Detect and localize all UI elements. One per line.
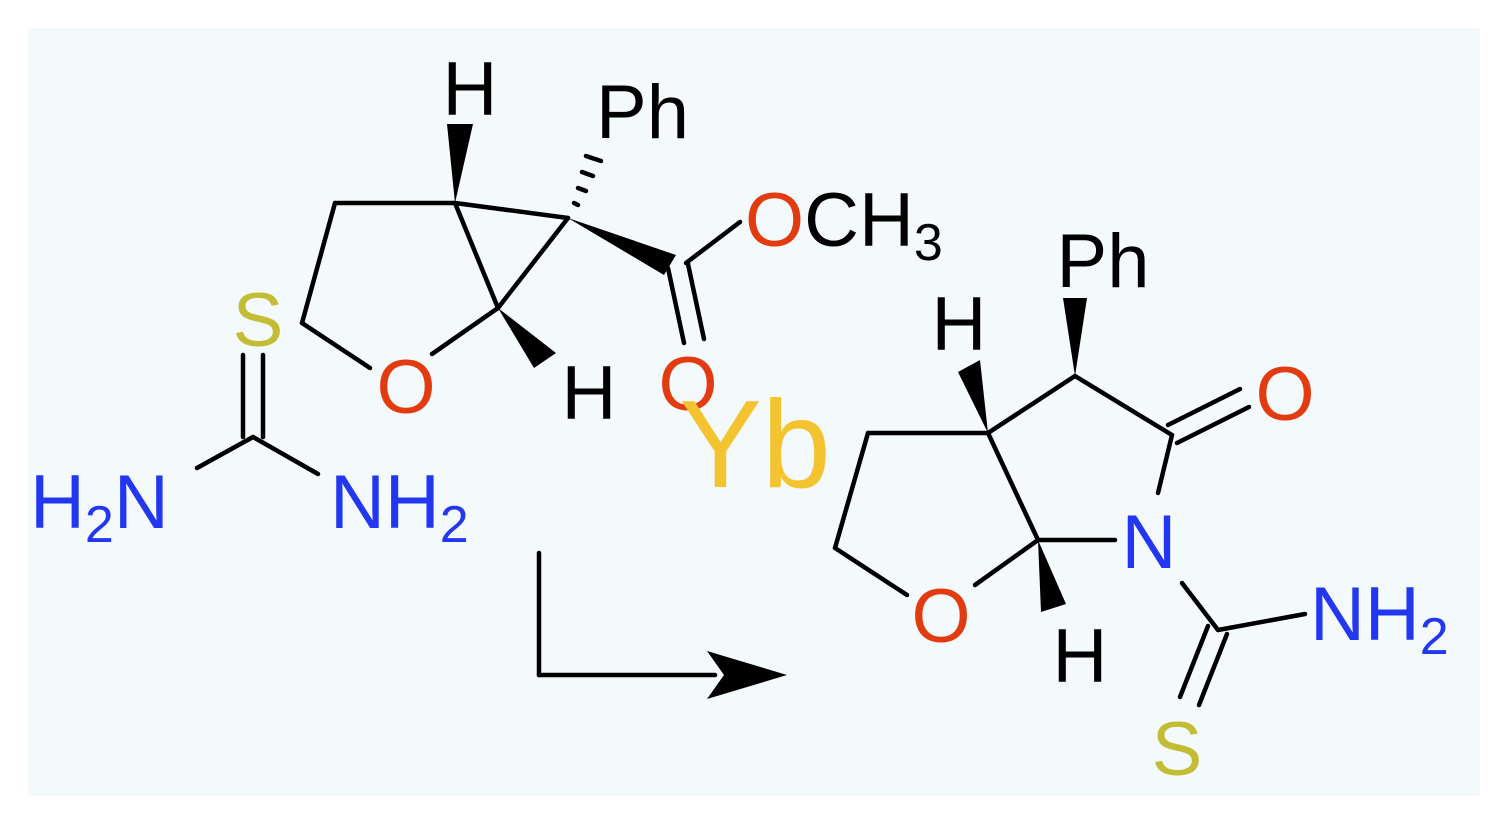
catalyst-ytterbium: Yb xyxy=(679,376,831,514)
carbonyl-double-bond-a xyxy=(665,265,687,346)
wedge-bond-product-h-bottom xyxy=(1038,540,1066,612)
product-nh2: NH2 xyxy=(1310,572,1449,666)
cyclopropane-h-bottom: H xyxy=(562,351,617,436)
lactam-bond-c-cph xyxy=(985,373,1078,436)
hash-bond-ph xyxy=(571,153,604,208)
wedge-bond-ester xyxy=(568,218,676,275)
cn-bond-right xyxy=(250,434,321,477)
cyclopropane-phenyl: Ph xyxy=(596,70,689,155)
product-h-bottom: H xyxy=(1053,614,1108,699)
wedge-bond-product-h-top xyxy=(958,360,988,433)
lactam-carbonyl-b xyxy=(1174,404,1252,446)
product-phenyl: Ph xyxy=(1057,219,1150,304)
ester-methoxy: OCH3 xyxy=(745,178,943,272)
product-lactam: Ph H O N O H NH2 S xyxy=(832,219,1449,792)
cyclopropane-ester: H Ph OCH3 O O H xyxy=(299,47,943,436)
wedge-bond-h-bottom xyxy=(498,308,556,368)
ring-bond-o-c xyxy=(429,305,501,357)
amide-bond-n-c xyxy=(1179,580,1221,633)
ring-bond-ch2-ch2 xyxy=(299,200,338,326)
lactam-bond-co-n xyxy=(1155,432,1175,496)
carbonyl-double-bond-b xyxy=(685,261,707,342)
reaction-arrow xyxy=(536,550,787,699)
thiourea-nh2-right: NH2 xyxy=(330,460,469,554)
thiourea: S H2N NH2 xyxy=(30,278,469,554)
thiourea-sulfur: S xyxy=(233,278,284,363)
thf-bond-ch2-ch2 xyxy=(832,430,871,551)
cyclopropane-bond-1 xyxy=(452,200,501,311)
thioamide-double-b xyxy=(1196,631,1230,708)
cyclopropane-bond-2 xyxy=(452,200,571,221)
product-carbonyl-oxygen: O xyxy=(1255,352,1314,437)
lactam-carbonyl-a xyxy=(1165,386,1243,428)
lactam-bond-cph-co xyxy=(1072,373,1175,438)
product-h-top: H xyxy=(932,282,987,367)
thf-bond-ch2-o xyxy=(832,545,910,598)
cn-bond-left xyxy=(194,434,256,471)
thioamide-double-a xyxy=(1177,623,1211,700)
thioamide-bond-c-n xyxy=(1215,611,1308,633)
product-sulfur: S xyxy=(1152,707,1203,792)
ester-carbonyl-oxygen: O xyxy=(658,342,717,427)
ester-bond-c-o xyxy=(683,219,743,266)
product-ring-oxygen: O xyxy=(911,574,970,659)
product-nitrogen: N xyxy=(1122,500,1177,585)
wedge-bond-h-top xyxy=(447,124,473,203)
cyclopropane-h-top: H xyxy=(443,47,498,132)
thf-bond-o-c xyxy=(972,537,1041,588)
fusion-bond xyxy=(985,430,1041,543)
arrow-head xyxy=(707,651,787,699)
wedge-bond-product-ph xyxy=(1063,298,1087,376)
cyclopropane-ring-oxygen: O xyxy=(376,345,435,430)
cyclopropane-bond-3 xyxy=(495,215,571,311)
thiourea-nh2-left: H2N xyxy=(30,460,169,554)
ring-bond-ch2-o xyxy=(299,320,373,371)
